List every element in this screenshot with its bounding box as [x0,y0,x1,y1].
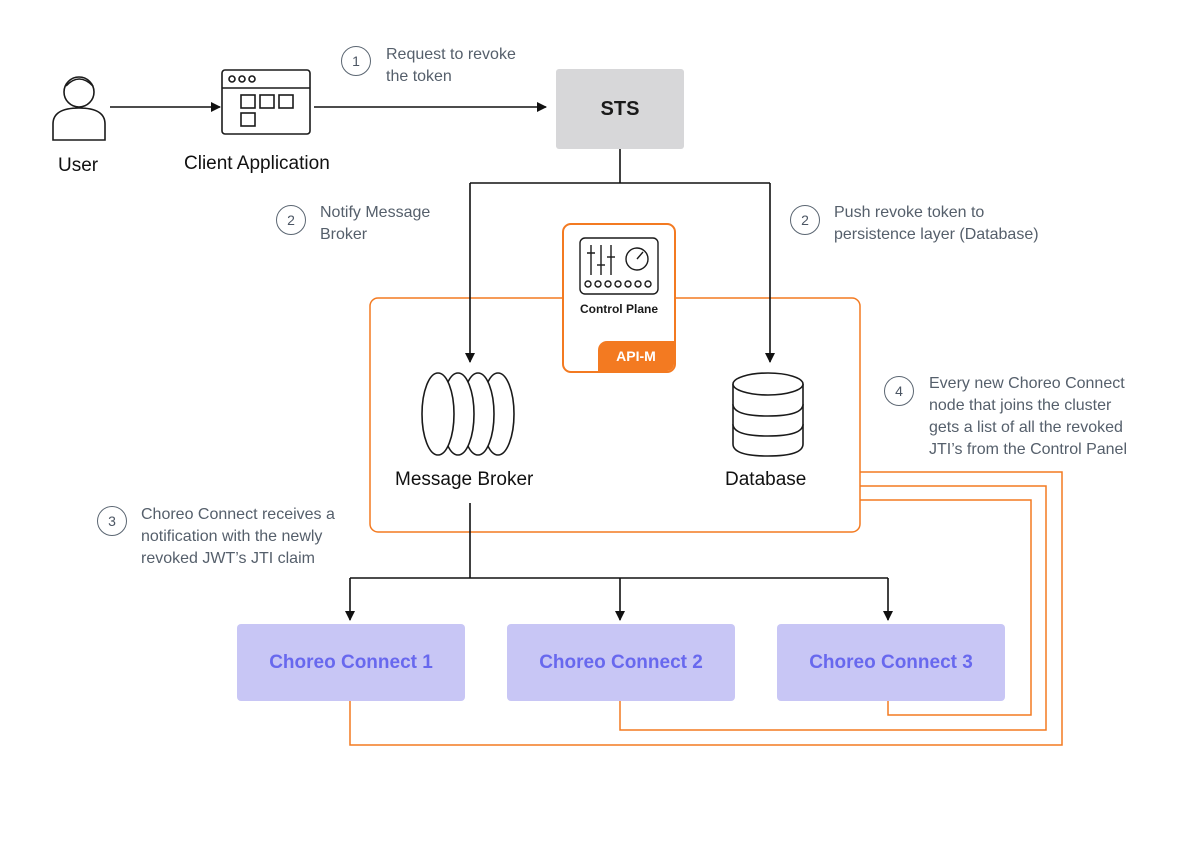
database-icon [732,372,804,457]
broker-to-gateways-connector [350,503,888,579]
client-application-label: Client Application [184,153,330,174]
control-plane-card: Control Plane API-M [562,223,676,373]
step-4-text: Every new Choreo Connect node that joins… [929,375,1128,458]
choreo-connect-3: Choreo Connect 3 [777,624,1005,701]
database-label: Database [725,469,807,490]
step-2-broker-text: Notify Message Broker [320,204,431,243]
sts-box: STS [556,69,684,149]
sts-label: STS [600,97,640,120]
api-m-badge: API-M [598,341,674,371]
sts-split-connector [470,149,770,184]
message-broker-icon [421,372,515,456]
user-label: User [58,155,99,176]
choreo-connect-1: Choreo Connect 1 [237,624,465,701]
step-3-text: Choreo Connect receives a notification w… [141,506,335,567]
control-plane-title: Control Plane [579,302,658,316]
step-1-text: Request to revoke the token [386,46,516,85]
step-1-badge: 1 [341,46,371,76]
control-plane-sync-lines [349,471,1063,746]
step-3-badge: 3 [97,506,127,536]
choreo-connect-2: Choreo Connect 2 [507,624,735,701]
step-2-database-badge: 2 [790,205,820,235]
user-icon [52,76,106,141]
message-broker-label: Message Broker [395,469,534,490]
control-panel-icon [579,237,659,295]
browser-window-icon [221,69,311,135]
step-2-database-text: Push revoke token to persistence layer (… [834,204,1039,243]
step-4-badge: 4 [884,376,914,406]
step-2-broker-badge: 2 [276,205,306,235]
